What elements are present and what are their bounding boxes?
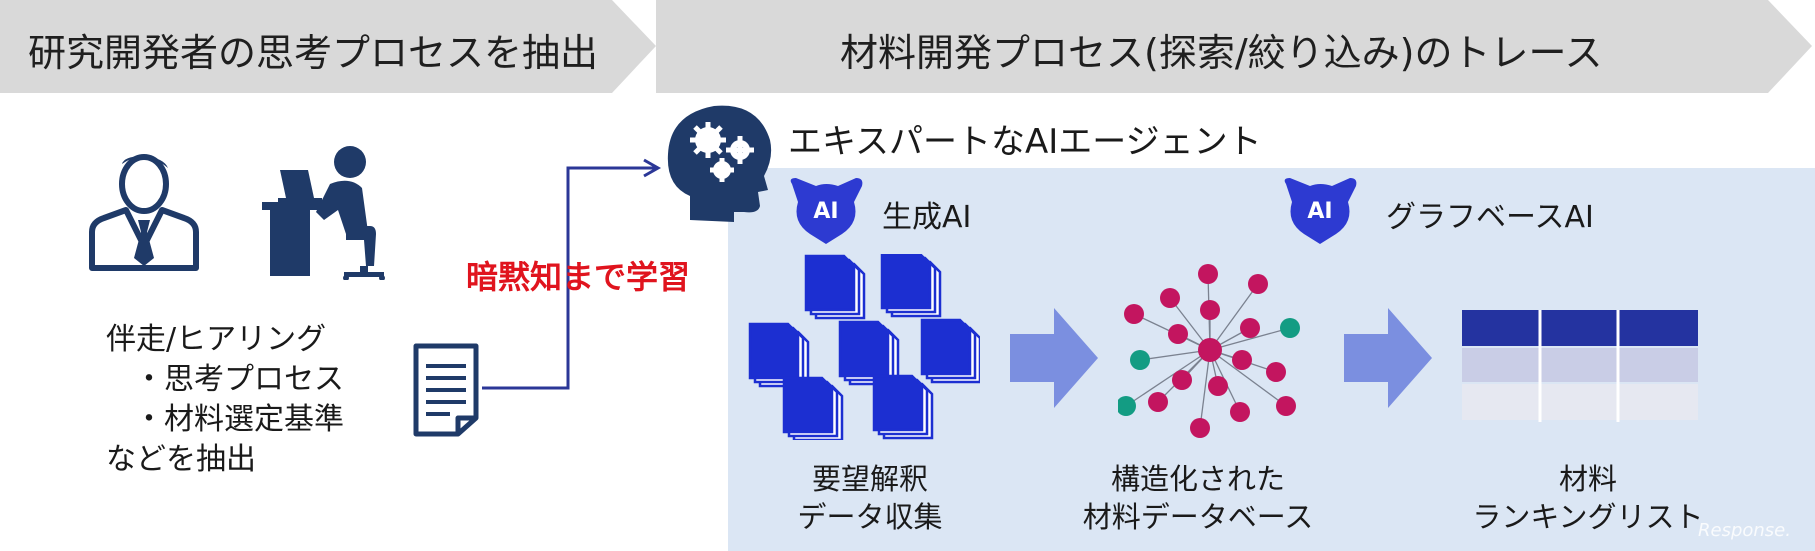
caption-step-1: 要望解釈 データ収集 (790, 460, 950, 536)
left-list-line-4: などを抽出 (106, 442, 256, 477)
document-stack-item (880, 254, 942, 318)
network-node (1130, 350, 1150, 370)
right-banner-title: 材料開発プロセス(探索/絞り込み)のトレース (840, 31, 1603, 75)
network-edge (1209, 327, 1291, 351)
network-node (1172, 370, 1192, 390)
document-stack-item (748, 322, 810, 388)
network-node (1232, 350, 1252, 370)
network-node (1168, 324, 1188, 344)
caption-step-1-line-1: 要望解釈 (811, 462, 928, 496)
document-stack-item (838, 320, 900, 386)
document-stack-icon (748, 254, 980, 440)
graph-ai-badge-text: AI (1307, 199, 1332, 224)
network-node (1160, 288, 1180, 308)
network-node (1266, 362, 1286, 382)
connector-arrow (482, 158, 662, 390)
caption-step-2-line-2: 材料データベース (1082, 500, 1314, 534)
network-node (1280, 318, 1300, 338)
ranking-table-icon (1462, 310, 1698, 422)
document-stack-item (872, 374, 934, 440)
brain-gears-icon (667, 105, 772, 222)
watermark: Response. (1698, 520, 1791, 541)
network-node (1208, 376, 1228, 396)
process-arrow-1 (1010, 308, 1098, 408)
left-banner-title: 研究開発者の思考プロセスを抽出 (28, 31, 599, 75)
network-edge (1125, 349, 1211, 407)
caption-step-3-line-1: 材料 (1558, 462, 1617, 496)
network-edge (1209, 283, 1259, 351)
caption-step-1-line-2: データ収集 (797, 500, 943, 534)
graph-ai-label: グラフベースAI (1386, 200, 1594, 235)
left-list-line-3: ・材料選定基準 (134, 402, 344, 437)
caption-step-2-line-1: 構造化された (1110, 462, 1285, 496)
network-edge (1199, 349, 1211, 429)
network-node (1198, 264, 1218, 284)
document-icon (413, 343, 479, 437)
gen-ai-badge-text: AI (813, 199, 838, 224)
network-node (1276, 396, 1296, 416)
network-node (1200, 300, 1220, 320)
network-node (1190, 418, 1210, 438)
left-list-line-1: 伴走/ヒアリング (106, 322, 327, 357)
network-node (1248, 274, 1268, 294)
caption-step-3-line-2: ランキングリスト (1472, 500, 1704, 534)
network-node (1240, 318, 1260, 338)
network-node (1124, 304, 1144, 324)
agent-title: エキスパートなAIエージェント (788, 122, 1262, 162)
network-node (1148, 392, 1168, 412)
arrow-label: 暗黙知まで学習 (466, 258, 691, 296)
ai-badge-icon: AI (1284, 178, 1357, 244)
network-node (1118, 396, 1136, 416)
document-stack-item (804, 254, 866, 320)
gen-ai-label: 生成AI (882, 200, 972, 235)
network-hub-node (1198, 338, 1222, 362)
network-graph-icon (1118, 264, 1300, 438)
left-banner-shape (0, 0, 656, 93)
process-arrow-2 (1344, 308, 1432, 408)
desk-worker-icon (262, 146, 385, 280)
network-edge (1209, 349, 1287, 407)
ai-badge-icon: AI (790, 178, 863, 244)
document-stack-item (920, 318, 980, 384)
caption-step-2: 構造化された 材料データベース (1078, 460, 1318, 536)
network-node (1230, 402, 1250, 422)
document-stack-item (782, 376, 844, 440)
left-list-line-2: ・思考プロセス (134, 362, 344, 397)
caption-step-3: 材料 ランキングリスト (1468, 460, 1708, 536)
businessman-icon (89, 154, 199, 271)
left-list: 伴走/ヒアリング ・思考プロセス ・材料選定基準 などを抽出 (106, 320, 344, 480)
right-banner-shape (656, 0, 1812, 93)
